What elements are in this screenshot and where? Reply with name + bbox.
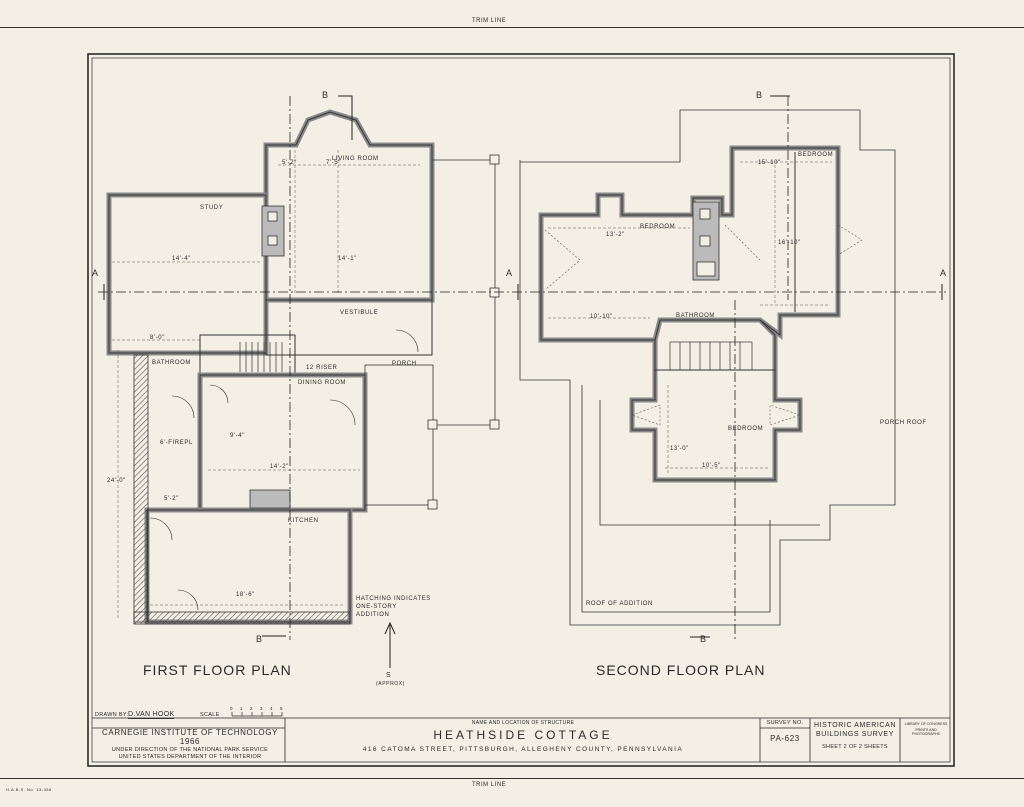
first-floor-walls [106,109,435,625]
bottom-trim-line [0,778,1024,779]
section-a-mark-east: A [940,268,947,278]
habs-line-1: HISTORIC AMERICAN [813,722,897,729]
institute-year: 1966 [179,737,201,746]
first-floor-stair [239,342,283,372]
institute-name: CARNEGIE INSTITUTE OF TECHNOLOGY [102,728,278,737]
top-trim-label: TRIM LINE [472,18,507,24]
structure-address: 416 CATOMA STREET, PITTSBURGH, ALLEGHENY… [362,746,684,753]
room-dining-room: DINING ROOM [298,380,346,386]
dimension-label: 13'-2" [606,232,625,238]
hatching-note-line-1: HATCHING INDICATES [356,596,431,602]
sheet-border-inner [91,57,951,763]
sheet-number: SHEET 2 OF 2 SHEETS [822,744,888,750]
survey-label: SURVEY NO. [766,720,804,726]
room-vestibule: VESTIBULE [340,310,379,316]
room-bedroom-s: BEDROOM [728,426,764,432]
dimension-label: 10'-10" [590,314,613,320]
room-kitchen: KITCHEN [288,518,319,524]
addition-hatch-south [133,611,351,625]
room-bathroom-second: BATHROOM [676,313,716,319]
dimension-label: 18'-6" [236,592,255,598]
first-floor-plan-title: FIRST FLOOR PLAN [143,662,292,678]
section-b-mark-north-1: B [322,90,329,100]
second-floor-roof-lines [519,109,896,626]
section-b-lines [289,96,789,640]
scale-tick-4: 4 [270,706,273,711]
survey-number: PA-623 [770,734,800,743]
title-block-frame [92,717,950,762]
hatching-note: HATCHING INDICATES ONE-STORY ADDITION [356,595,431,619]
section-a-mark-middle: A [506,268,513,278]
north-label: S [386,672,392,679]
second-floor-stair [669,341,753,371]
room-living-room: LIVING ROOM [332,156,379,162]
scale-tick-1: 1 [240,706,243,711]
section-b-mark-south-1: B [256,634,263,644]
room-porch: PORCH [392,361,417,367]
section-b-mark-north-2: B [756,90,763,100]
porch-outline [364,154,500,510]
room-bedroom-ne: BEDROOM [798,152,834,158]
dimension-label: 14'-1" [338,256,357,262]
hatching-note-line-2: ONE-STORY [356,604,397,610]
library-line-1: LIBRARY OF CONGRESS [904,722,948,726]
dimension-label: 7'-5" [326,160,341,166]
structure-name: HEATHSIDE COTTAGE [433,728,613,742]
north-arrow [384,621,396,668]
roof-of-addition-label: ROOF OF ADDITION [586,601,653,607]
dormer-gables [544,224,863,426]
dimension-label: 5'-2" [282,160,297,166]
first-floor-chimneys [249,205,291,509]
habs-line-2: BUILDINGS SURVEY [816,731,894,738]
stair-riser-label: 12 RISER [306,365,338,371]
section-b-mark-south-2: B [700,634,707,644]
room-bedroom-nw: BEDROOM [640,224,676,230]
dimension-label: 10'-5" [702,463,721,469]
porch-roof-label: PORCH ROOF [880,420,927,426]
drawn-by-label: DRAWN BY: [95,712,129,718]
dimension-label: 14'-4" [172,256,191,262]
bottom-trim-label: TRIM LINE [472,782,507,788]
dimension-label: 14'-2" [270,464,289,470]
room-study: STUDY [200,205,224,211]
scale-tick-3: 3 [260,706,263,711]
dimension-label: 9'-4" [230,433,245,439]
north-sub-label: (APPROX) [376,681,405,687]
second-floor-plan-title: SECOND FLOOR PLAN [596,662,766,678]
second-floor-chimneys [692,201,720,281]
dimension-label: 8'-0" [150,335,165,341]
direction-line-2: UNITED STATES DEPARTMENT OF THE INTERIOR [118,754,262,760]
scale-tick-0: 0 [230,706,233,711]
scale-tick-5: 5 [280,706,283,711]
fireplace-label: 6'-FIREPL [160,440,193,446]
library-line-2: PRINTS AND PHOTOGRAPHS [912,728,940,736]
dimension-label: 15'-10" [758,160,781,166]
scale-tick-2: 2 [250,706,253,711]
dimension-label: 13'-0" [670,446,689,452]
dimension-label: 5'-2" [164,496,179,502]
scale-bar [231,712,283,717]
hatching-note-line-3: ADDITION [356,612,390,618]
sheet-code: H.A.B.S. No. 13-458 [6,787,52,792]
section-arrows [103,95,943,638]
addition-hatch-west [133,354,149,623]
top-trim-line [0,27,1024,28]
dimension-label: 16'-10" [778,240,801,246]
sheet-border-outer [87,53,955,767]
first-floor-dimension-lines [112,150,420,620]
room-bathroom-first: BATHROOM [152,360,192,366]
scale-label: SCALE [200,712,220,718]
dimension-label: 24'-0" [107,478,126,484]
drawn-by-value: D.VAN HOOK [128,711,175,719]
direction-line-1: UNDER DIRECTION OF THE NATIONAL PARK SER… [111,747,269,753]
section-a-mark-west: A [92,268,99,278]
second-floor-dimension-lines [548,161,832,475]
name-location-label: NAME AND LOCATION OF STRUCTURE [471,720,575,726]
door-swings [149,329,419,611]
